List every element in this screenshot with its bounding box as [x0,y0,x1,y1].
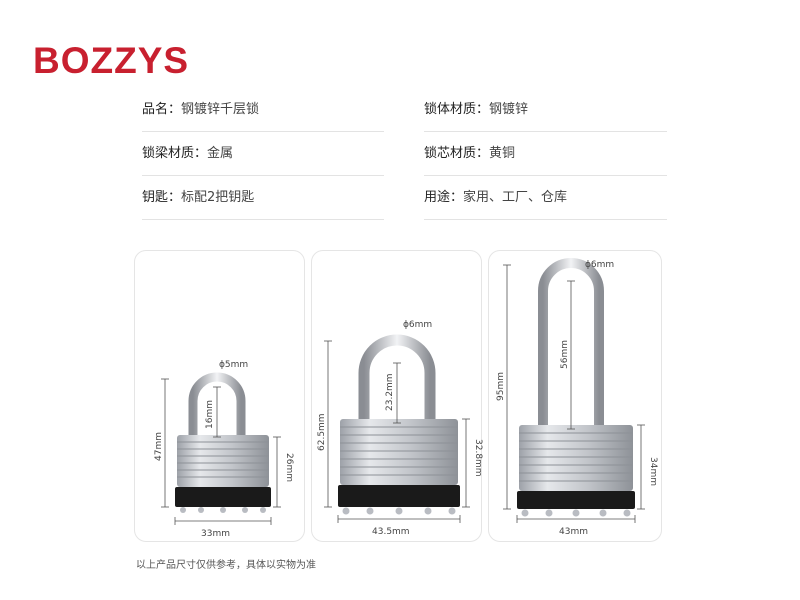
body-width-label: 33mm [201,529,230,539]
spec-table: 品名：钢镀锌千层锁 锁体材质：钢镀锌 锁梁材质：金属 锁芯材质：黄铜 钥匙：标配… [137,88,667,220]
lock-base [338,485,460,507]
shackle-diameter-label: ϕ5mm [219,360,248,370]
spec-value: 黄铜 [489,146,516,161]
spec-cell-usage: 用途：家用、工厂、仓库 [424,176,667,220]
padlock-long-drawing: ϕ6mm 56mm 95mm 34mm 43mm [496,258,658,537]
spec-cell-shackle-material: 锁梁材质：金属 [142,132,384,176]
rivets [180,507,266,513]
shackle-clearance-label: 23.2mm [385,373,395,411]
padlock-medium-drawing: ϕ6mm 23.2mm 62.5mm 32.8mm 43.5mm [317,320,483,537]
brand-logo: BOZZYS [33,40,190,81]
product-panel-long: ϕ6mm 56mm 95mm 34mm 43mm [488,250,662,542]
body-height-label: 32.8mm [473,439,483,477]
product-panel-medium: ϕ6mm 23.2mm 62.5mm 32.8mm 43.5mm [311,250,483,542]
shackle-diameter-label: ϕ6mm [403,320,432,330]
spec-value: 钢镀锌 [489,102,529,117]
spec-row: 品名：钢镀锌千层锁 锁体材质：钢镀锌 [137,88,667,132]
shackle-clearance-label: 56mm [560,340,570,369]
spec-value: 标配2把钥匙 [181,190,255,205]
dimension-lines [161,378,281,525]
padlock-small-drawing: ϕ5mm 16mm 47mm 26mm 33mm [154,360,294,539]
shackle [188,372,246,437]
shackle-clearance-label: 16mm [205,400,215,429]
dimension-lines [503,264,645,523]
product-panel-small: ϕ5mm 16mm 47mm 26mm 33mm [134,250,305,542]
spec-cell-cylinder-material: 锁芯材质：黄铜 [424,132,667,176]
lock-base [517,491,635,509]
spec-label: 用途： [424,190,464,205]
dimension-lines [324,340,470,523]
spec-row: 钥匙：标配2把钥匙 用途：家用、工厂、仓库 [137,176,667,220]
total-height-label: 95mm [496,372,506,401]
shackle [538,258,604,429]
total-height-label: 47mm [154,432,164,461]
footnote: 以上产品尺寸仅供参考，具体以实物为准 [136,560,316,571]
spec-label: 锁体材质： [424,102,490,117]
spec-label: 锁芯材质： [424,146,490,161]
spec-row: 锁梁材质：金属 锁芯材质：黄铜 [137,132,667,176]
spec-label: 锁梁材质： [142,146,208,161]
body-width-label: 43.5mm [372,527,410,537]
body-layers [519,432,633,482]
padlock-long [517,258,635,517]
spec-value: 家用、工厂、仓库 [463,190,568,205]
spec-cell-body-material: 锁体材质：钢镀锌 [424,88,667,132]
padlock-small [175,372,271,513]
spec-cell-name: 品名：钢镀锌千层锁 [142,88,384,132]
padlock-medium [338,334,460,515]
rivets [342,507,456,515]
spec-cell-keys: 钥匙：标配2把钥匙 [142,176,384,220]
lock-body [177,435,269,487]
shackle [358,334,436,423]
rivets [521,509,631,517]
body-height-label: 34mm [648,457,658,486]
spec-value: 钢镀锌千层锁 [181,102,260,117]
spec-label: 品名： [142,102,182,117]
lock-base [175,487,271,507]
shackle-diameter-label: ϕ6mm [585,260,614,270]
spec-value: 金属 [207,146,234,161]
body-height-label: 26mm [284,453,294,482]
body-layers [340,426,458,476]
total-height-label: 62.5mm [317,413,327,451]
body-layers [177,441,269,478]
spec-label: 钥匙： [142,190,182,205]
body-width-label: 43mm [559,527,588,537]
